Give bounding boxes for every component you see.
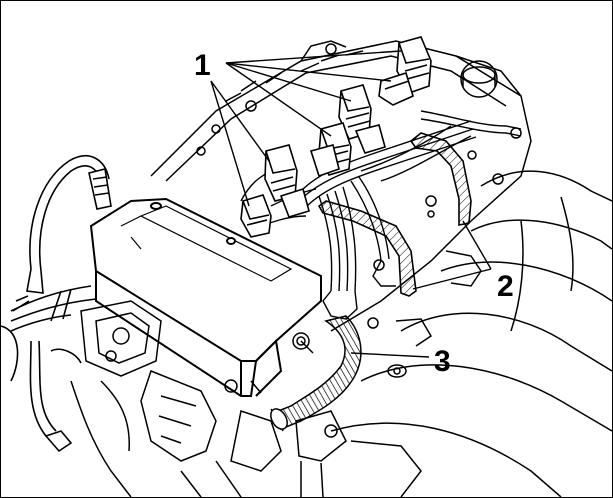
coil-connector-4 <box>264 144 310 218</box>
leader-lines <box>210 50 492 358</box>
coil-connectors <box>240 36 432 238</box>
callout-3: 3 <box>434 345 451 378</box>
harness-bracket-front <box>317 200 417 297</box>
callout-1: 1 <box>194 49 211 82</box>
left-hoses <box>1 155 112 453</box>
coil-connector-3 <box>309 122 352 178</box>
coil-connector-2 <box>338 84 386 154</box>
coil-connector-5 <box>240 194 272 238</box>
intake-manifold <box>330 170 612 497</box>
lower-components <box>70 300 422 497</box>
callout-2: 2 <box>497 270 514 303</box>
protective-sleeve <box>270 315 362 432</box>
engine-cover <box>89 197 322 397</box>
harness-bracket-rear <box>409 132 472 226</box>
coil-connector-1 <box>378 36 432 106</box>
